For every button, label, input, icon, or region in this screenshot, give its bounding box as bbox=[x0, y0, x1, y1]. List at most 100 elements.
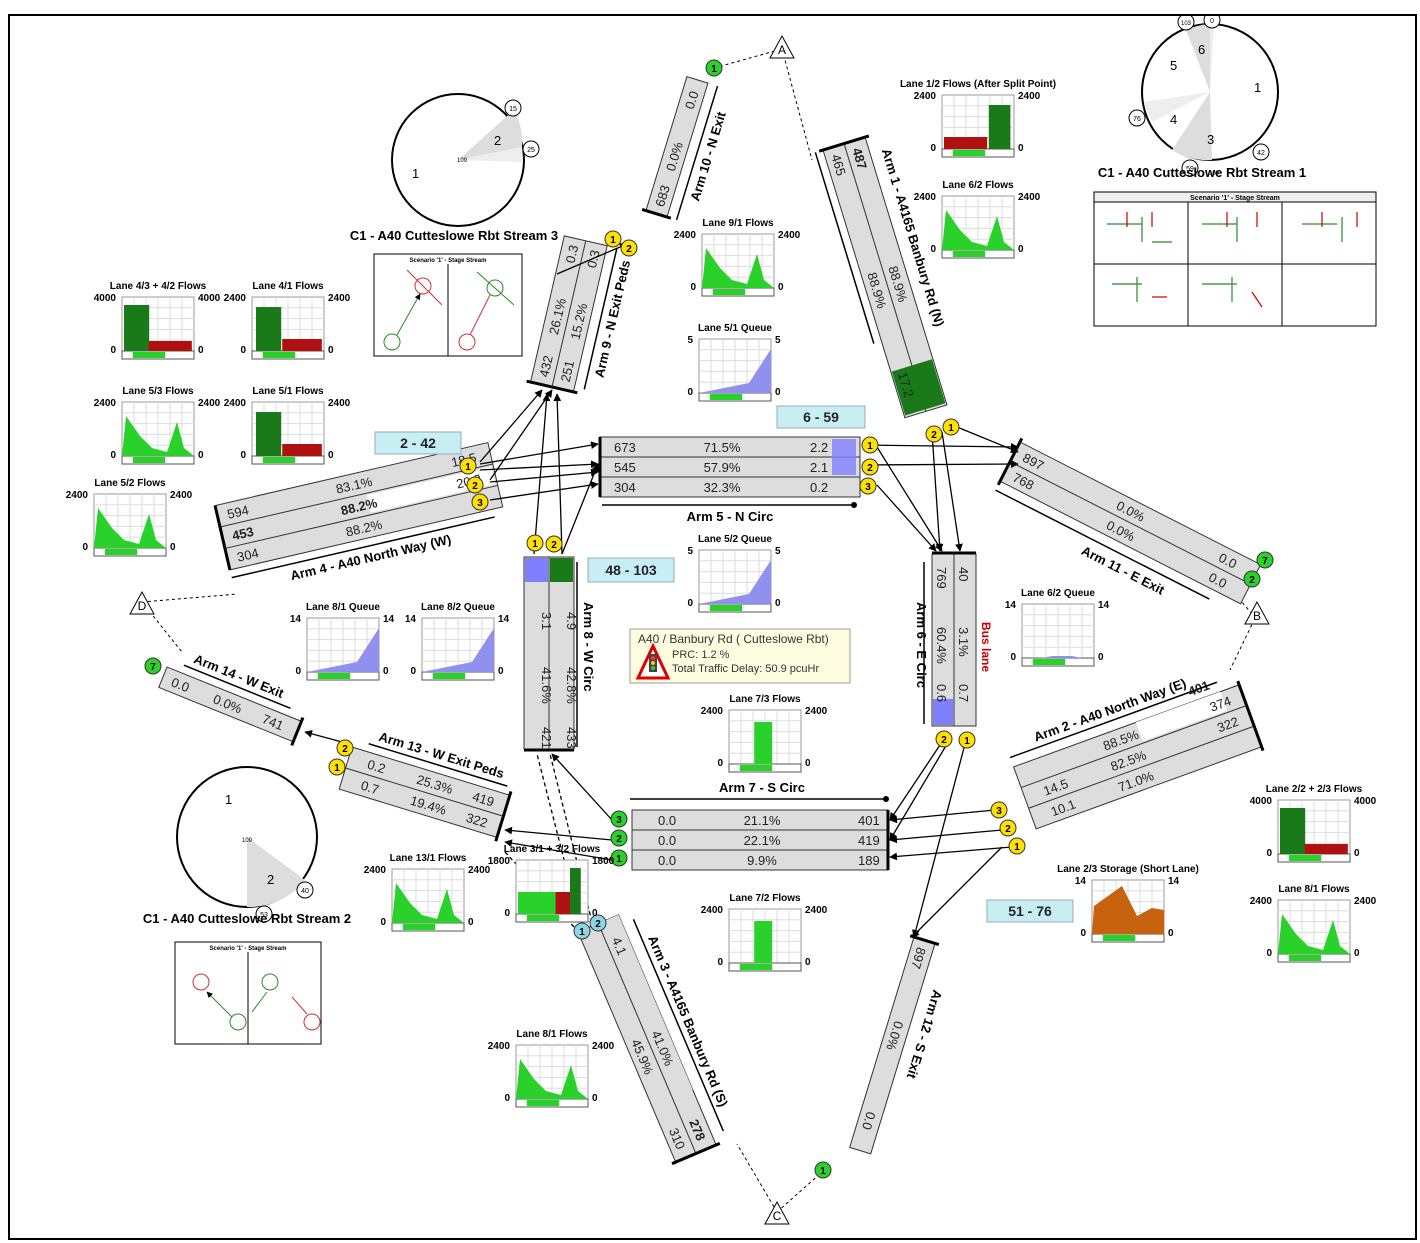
lane-marker: 3 bbox=[611, 811, 627, 827]
svg-text:2.2: 2.2 bbox=[810, 440, 828, 455]
graph-title: Lane 4/1 Flows bbox=[252, 281, 324, 292]
node-d: D bbox=[130, 592, 154, 614]
lane-marker: 2 bbox=[467, 477, 483, 493]
graph-ymax-left: 2400 bbox=[224, 293, 247, 304]
lane-marker-label: 7 bbox=[1262, 556, 1268, 567]
stream2-diagram: 1 2 109 40 53 C1 - A40 Cutteslowe Rbt St… bbox=[143, 767, 351, 926]
stream3-diagram: 1 2 109 15 25 C1 - A40 Cutteslowe Rbt St… bbox=[350, 94, 558, 243]
graph-title: Lane 8/2 Queue bbox=[421, 602, 495, 613]
graph-ymax-right: 2400 bbox=[1018, 192, 1041, 203]
svg-text:B: B bbox=[1253, 609, 1261, 623]
graph-ymax-left: 2400 bbox=[914, 91, 937, 102]
graph-ymax-left: 5 bbox=[687, 546, 693, 557]
graph-ymin-right: 0 bbox=[328, 450, 334, 461]
graph-ymin-left: 0 bbox=[240, 450, 246, 461]
graph-ymin-right: 0 bbox=[778, 282, 784, 293]
graph-title: Lane 8/1 Flows bbox=[1278, 884, 1350, 895]
graph-ymax-left: 2400 bbox=[224, 398, 247, 409]
svg-text:PRC: 1.2 %: PRC: 1.2 % bbox=[672, 649, 730, 661]
svg-text:421: 421 bbox=[539, 727, 554, 749]
svg-text:109: 109 bbox=[457, 158, 468, 164]
graph-ymin-left: 0 bbox=[82, 542, 88, 553]
lane-marker-label: 7 bbox=[150, 662, 156, 673]
graph-title: Lane 8/1 Queue bbox=[306, 602, 380, 613]
graph-ymin-right: 0 bbox=[1354, 848, 1360, 859]
lane-marker: 2 bbox=[337, 740, 353, 756]
graph-title: Lane 2/2 + 2/3 Flows bbox=[1266, 784, 1363, 795]
graph-title: Lane 5/1 Flows bbox=[252, 386, 324, 397]
arm13-box: 0.2 0.7 25.3% 19.4% 419 322 Arm 13 - W E… bbox=[338, 722, 517, 841]
node-a: A bbox=[770, 36, 794, 58]
lane-marker: 2 bbox=[1000, 820, 1016, 836]
graph-g_l51: Lane 5/1 Flows2400240000 bbox=[224, 386, 351, 464]
graph-ymin-left: 0 bbox=[110, 450, 116, 461]
graph-ymax-left: 2400 bbox=[914, 192, 937, 203]
graph-ymax-right: 2400 bbox=[1018, 91, 1041, 102]
svg-text:Scenario '1' - Stage Stream: Scenario '1' - Stage Stream bbox=[410, 258, 487, 264]
svg-text:0.2: 0.2 bbox=[810, 480, 828, 495]
lane-marker: 2 bbox=[862, 459, 878, 475]
svg-text:4: 4 bbox=[1170, 112, 1177, 127]
node-b: B bbox=[1245, 602, 1269, 624]
graph-title: Lane 2/3 Storage (Short Lane) bbox=[1057, 864, 1199, 875]
graph-g_l12: Lane 1/2 Flows (After Split Point)240024… bbox=[900, 79, 1056, 157]
graph-ymax-left: 2400 bbox=[94, 398, 117, 409]
graph-ymin-left: 0 bbox=[295, 666, 301, 677]
stage-label-4: 51 - 76 bbox=[987, 900, 1073, 922]
junction-info-box[interactable]: A40 / Banbury Rd ( Cutteslowe Rbt) PRC: … bbox=[630, 629, 850, 683]
svg-text:76: 76 bbox=[1133, 116, 1141, 123]
arm9-box: 432 251 26.1% 15.2% 0.3 0.3 Arm 9 - N Ex… bbox=[527, 235, 636, 398]
graph-ymax-left: 5 bbox=[687, 335, 693, 346]
graph-ymax-right: 4000 bbox=[1354, 796, 1377, 807]
lane-marker: 1 bbox=[460, 458, 476, 474]
svg-text:15: 15 bbox=[509, 106, 517, 113]
graph-ymax-right: 2400 bbox=[805, 706, 828, 717]
svg-text:6: 6 bbox=[1198, 42, 1205, 57]
svg-text:3: 3 bbox=[1207, 132, 1214, 147]
svg-text:A: A bbox=[778, 43, 786, 57]
lane-marker: 2 bbox=[936, 731, 952, 747]
lane-marker-label: 1 bbox=[465, 462, 471, 473]
lane-marker: 3 bbox=[991, 802, 1007, 818]
lane-marker: 2 bbox=[611, 830, 627, 846]
stage-stream-panel-right: Scenario '1' - Stage Stream bbox=[1094, 192, 1376, 326]
svg-text:5: 5 bbox=[1170, 58, 1177, 73]
graph-ymin-left: 0 bbox=[717, 758, 723, 769]
graph-ymin-right: 0 bbox=[1098, 652, 1104, 663]
graph-g_l43: Lane 4/3 + 4/2 Flows4000400000 bbox=[94, 281, 221, 359]
graph-ymax-left: 14 bbox=[1075, 876, 1087, 887]
graph-title: Lane 5/2 Flows bbox=[94, 478, 166, 489]
graph-ymin-left: 0 bbox=[690, 282, 696, 293]
svg-text:2.1: 2.1 bbox=[810, 460, 828, 475]
graph-title: Lane 7/2 Flows bbox=[729, 893, 801, 904]
lane-marker: 1 bbox=[1009, 838, 1025, 854]
graph-ymax-left: 2400 bbox=[701, 706, 724, 717]
svg-text:0: 0 bbox=[1210, 18, 1214, 25]
lane-marker-label: 2 bbox=[595, 919, 601, 930]
graph-ymax-left: 4000 bbox=[1250, 796, 1273, 807]
svg-text:41.6%: 41.6% bbox=[539, 667, 554, 704]
lane-marker: 1 bbox=[329, 759, 345, 775]
graph-ymax-right: 2400 bbox=[328, 293, 351, 304]
lane-marker: 7 bbox=[1257, 552, 1273, 568]
svg-text:25: 25 bbox=[527, 147, 535, 154]
diagram-frame: A B C D 673 71.5% 2.2 545 57.9% 2.1 304 … bbox=[8, 14, 1417, 1240]
arm12-box: 897 0.0% 0.0 Arm 12 - S Exit bbox=[846, 936, 958, 1161]
graph-ymax-left: 2400 bbox=[674, 230, 697, 241]
graph-ymin-right: 0 bbox=[1018, 143, 1024, 154]
graph-ymin-right: 0 bbox=[805, 957, 811, 968]
svg-text:21.1%: 21.1% bbox=[744, 813, 781, 828]
graph-g_q51: Lane 5/1 Queue5500 bbox=[687, 323, 781, 401]
graph-title: Lane 5/1 Queue bbox=[698, 323, 772, 334]
svg-text:401: 401 bbox=[858, 813, 880, 828]
lane-marker: 2 bbox=[1244, 571, 1260, 587]
svg-text:419: 419 bbox=[858, 833, 880, 848]
lane-marker: 1 bbox=[959, 732, 975, 748]
graph-ymin-right: 0 bbox=[198, 450, 204, 461]
graph-ymax-right: 14 bbox=[383, 614, 395, 625]
stage-stream-panel-stream2: Scenario '1' - Stage Stream bbox=[175, 942, 321, 1044]
lane-marker-label: 1 bbox=[711, 64, 717, 75]
svg-text:40: 40 bbox=[301, 888, 309, 895]
lane-marker-label: 1 bbox=[867, 441, 873, 452]
graph-ymax-right: 2400 bbox=[592, 1041, 615, 1052]
